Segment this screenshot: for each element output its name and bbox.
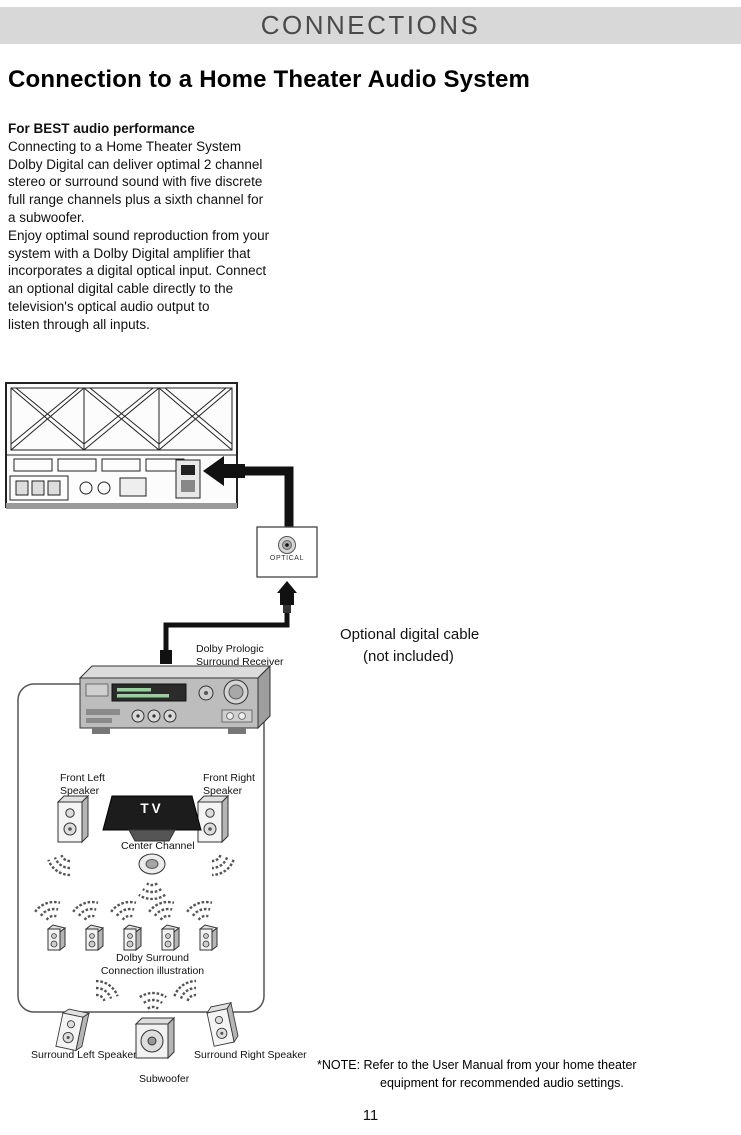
digital-cable-plug <box>277 581 297 613</box>
note-line-1: *NOTE: Refer to the User Manual from you… <box>317 1058 637 1072</box>
receiver-label: Dolby Prologic Surround Receiver <box>196 643 284 668</box>
section-header: CONNECTIONS <box>0 7 741 44</box>
digital-cable-lower <box>163 613 290 650</box>
page-title: Connection to a Home Theater Audio Syste… <box>8 66 531 93</box>
optional-cable-sublabel: (not included) <box>363 648 454 665</box>
optical-output-arrow-icon <box>203 456 245 486</box>
center-channel-illustration <box>137 853 167 901</box>
receiver-input-plug <box>160 650 172 664</box>
center-channel-label: Center Channel <box>121 840 195 852</box>
note-line-2: equipment for recommended audio settings… <box>380 1076 624 1090</box>
surround-left-speaker-label: Surround Left Speaker <box>31 1049 137 1061</box>
optical-adapter <box>256 526 318 578</box>
optical-port-label: OPTICAL <box>269 555 305 562</box>
optional-cable-label: Optional digital cable <box>340 626 480 643</box>
digital-cable-upper <box>245 466 294 527</box>
tv-label: TV <box>140 801 164 816</box>
surround-caption: Dolby Surround Connection illustration <box>100 952 205 977</box>
surround-speaker-row <box>32 897 218 951</box>
front-left-speaker-illustration <box>44 795 89 880</box>
section-header-title: CONNECTIONS <box>260 10 481 40</box>
tv-top-illustration <box>102 795 202 842</box>
intro-heading: For BEST audio performance <box>8 121 195 136</box>
receiver-illustration <box>78 664 272 734</box>
surround-left-speaker-illustration <box>55 976 122 1052</box>
intro-text: For BEST audio performance Connecting to… <box>8 120 360 334</box>
subwoofer-illustration <box>134 991 176 1060</box>
front-left-speaker-label: Front Left Speaker <box>60 772 105 797</box>
subwoofer-label: Subwoofer <box>139 1073 190 1085</box>
intro-body: Connecting to a Home Theater System Dolb… <box>8 138 270 332</box>
page-number: 11 <box>362 1107 379 1124</box>
front-right-speaker-illustration <box>197 795 238 880</box>
surround-right-speaker-label: Surround Right Speaker <box>194 1049 307 1061</box>
front-right-speaker-label: Front Right Speaker <box>203 772 255 797</box>
tv-back-illustration <box>5 382 238 509</box>
